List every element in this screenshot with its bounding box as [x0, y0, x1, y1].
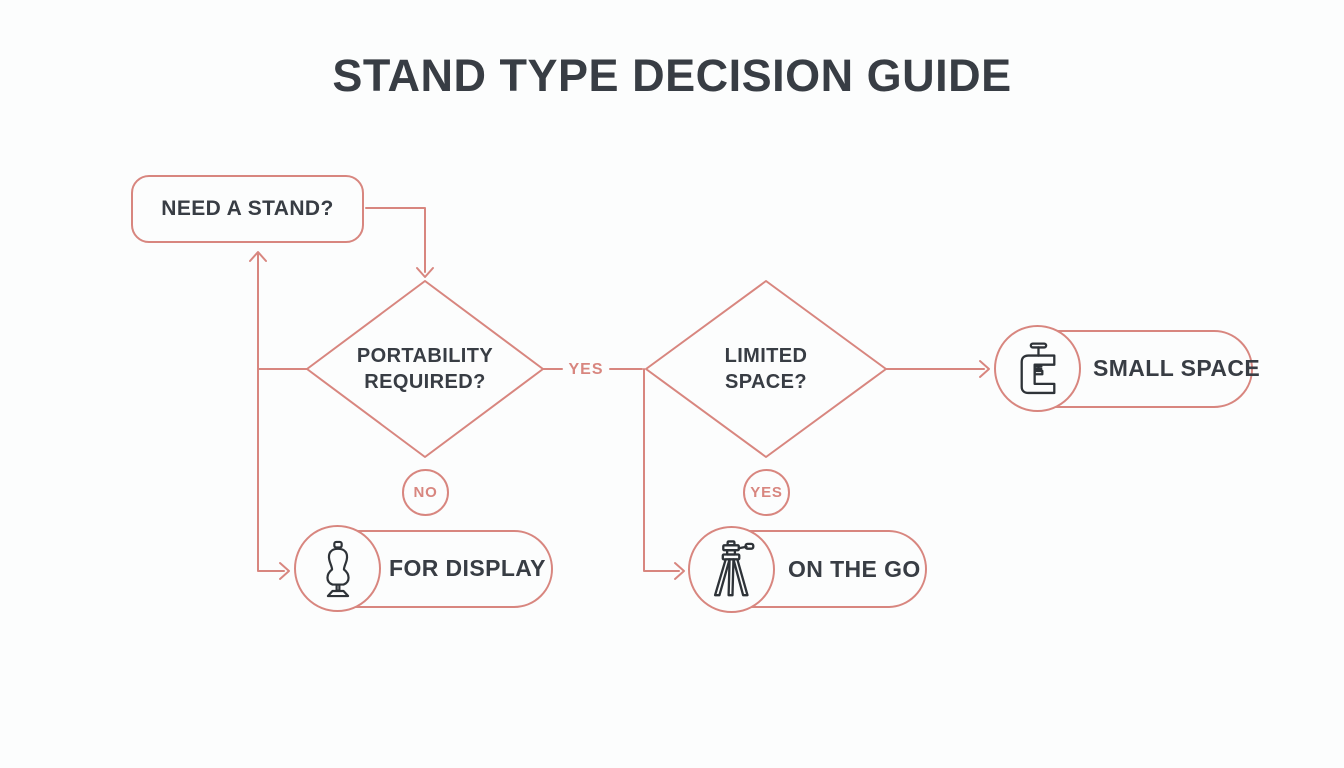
small-space-label: SMALL SPACE	[1093, 355, 1261, 381]
arrowhead-up-start	[249, 251, 267, 262]
arrowhead-right-on-the-go	[674, 562, 685, 580]
branch-circle-no: NO	[402, 469, 449, 516]
small-space-icon-circle	[994, 325, 1081, 412]
portability-line1: PORTABILITY	[356, 345, 494, 367]
branch-label-yes: YES	[568, 361, 604, 378]
edge-start-to-portability	[365, 207, 426, 273]
on-the-go-label: ON THE GO	[788, 556, 921, 582]
branch-circle-no-label: NO	[413, 484, 438, 501]
page-title: STAND TYPE DECISION GUIDE	[332, 50, 1012, 101]
edge-limited-to-go	[643, 368, 680, 572]
mannequin-icon	[325, 540, 350, 597]
for-display-label: FOR DISPLAY	[389, 555, 546, 581]
arrowhead-right-small-space	[979, 360, 990, 378]
for-display-icon-circle	[294, 525, 381, 612]
tripod-icon	[713, 539, 754, 596]
arrowhead-down-portability	[416, 267, 434, 278]
limited-space-line1: LIMITED	[724, 345, 808, 367]
node-need-a-stand: NEED A STAND?	[131, 175, 364, 243]
branch-circle-yes: YES	[743, 469, 790, 516]
diamond-portability-shape	[306, 280, 544, 458]
on-the-go-icon-circle	[688, 526, 775, 613]
limited-space-line2: SPACE?	[724, 371, 808, 393]
node-limited-space: LIMITED SPACE?	[656, 343, 876, 395]
portability-line2: REQUIRED?	[364, 371, 486, 393]
branch-circle-yes-label: YES	[750, 484, 783, 501]
clamp-icon	[1020, 341, 1055, 394]
arrowhead-right-for-display	[279, 562, 290, 580]
node-portability-required: PORTABILITY REQUIRED?	[315, 343, 535, 395]
node-need-a-stand-label: NEED A STAND?	[161, 197, 334, 220]
edge-rail	[257, 252, 285, 572]
diamond-limited-space-shape	[645, 280, 887, 458]
